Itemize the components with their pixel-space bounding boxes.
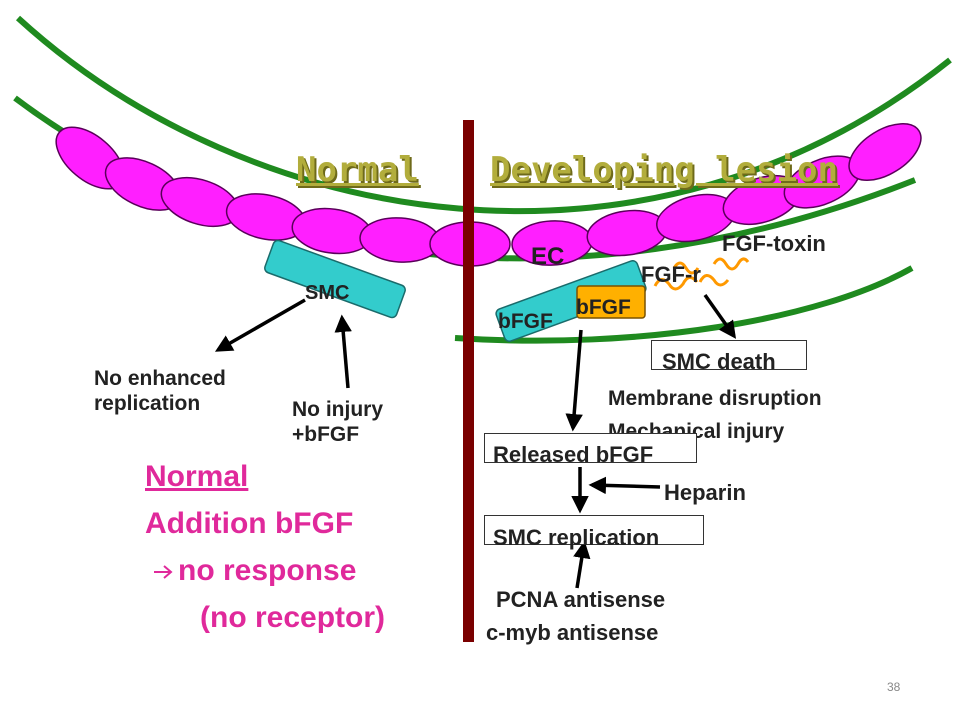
vessel-wall-outer <box>15 15 952 215</box>
label-fgf-r: FGF-r <box>641 262 701 287</box>
arrow-no-injury-to-smc <box>334 314 352 389</box>
label-cmyb-antisense: c-myb antisense <box>486 620 659 645</box>
label-bfgf-outside: bFGF <box>498 310 553 333</box>
label-bfgf-inside: bFGF <box>576 296 631 319</box>
arrow-bfgf-to-released <box>565 329 583 432</box>
label-ec: EC <box>531 243 565 270</box>
label-fgf-toxin: FGF-toxin <box>722 231 826 256</box>
endothelial-cell <box>359 217 441 263</box>
arrow-toxin-to-death <box>703 293 737 339</box>
vessel-wall-lower <box>454 265 914 344</box>
heading-developing-lesion: Developing lesion <box>490 150 838 190</box>
endothelial-cell <box>586 209 668 257</box>
label-no-enhanced-replication: No enhanced replication <box>94 366 226 416</box>
summary-normal: Normal <box>145 460 249 493</box>
page-number: 38 <box>887 680 901 694</box>
summary-no-response: no response <box>178 554 357 587</box>
no-injury-line2: +bFGF <box>292 423 360 447</box>
box-smc-replication: SMC replication <box>484 515 704 549</box>
label-pcna-antisense: PCNA antisense <box>496 587 666 612</box>
bfgf-block <box>576 285 646 319</box>
label-smc: SMC <box>305 282 350 304</box>
label-no-injury-bfgf: No injury +bFGF <box>292 397 383 447</box>
fgf-toxin-icon <box>653 257 750 291</box>
divider-bar <box>463 120 474 642</box>
arrows <box>214 293 737 589</box>
arrow-smc-to-no-enhanced <box>214 298 306 352</box>
smc-cell-normal <box>264 239 406 319</box>
no-injury-line1: No injury <box>292 398 384 421</box>
no-enhanced-line1: No enhanced <box>94 367 226 390</box>
no-enhanced-line2: replication <box>94 392 201 416</box>
heading-normal: Normal <box>296 150 419 190</box>
summary-no-receptor: (no receptor) <box>200 601 386 634</box>
label-heparin: Heparin <box>664 480 746 505</box>
summary-arrow-icon <box>154 565 173 579</box>
box-released-bfgf: Released bFGF <box>484 433 697 466</box>
endothelial-cell <box>848 123 922 181</box>
arrow-pcna <box>573 540 591 589</box>
box-smc-death: SMC death <box>651 340 807 373</box>
label-membrane-disruption: Membrane disruption <box>608 387 822 410</box>
arrow-heparin <box>588 476 661 495</box>
summary-addition-bfgf: Addition bFGF <box>145 507 354 540</box>
